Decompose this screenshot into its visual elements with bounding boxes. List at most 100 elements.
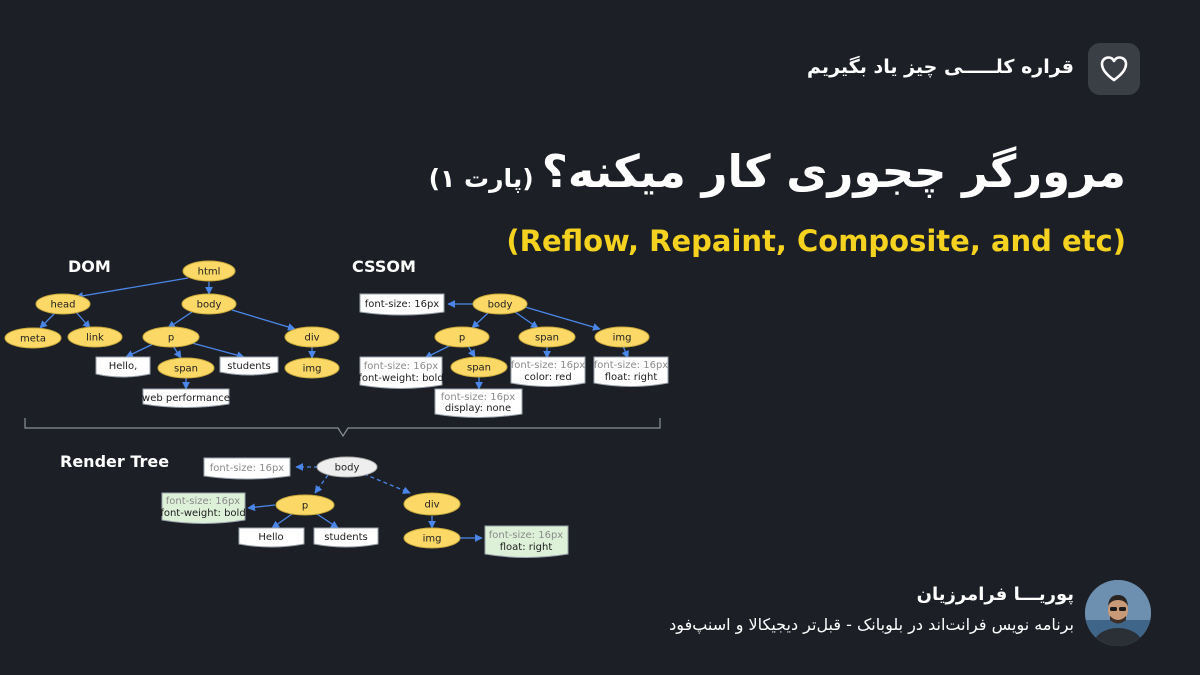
render-tree: font-size: 16px body font-size: 16pxfont… xyxy=(160,456,569,558)
svg-text:meta: meta xyxy=(20,334,46,345)
edge xyxy=(424,344,452,359)
svg-text:font-weight: bold: font-weight: bold xyxy=(358,373,443,384)
dom-text-box: students xyxy=(219,356,279,376)
avatar xyxy=(1085,580,1151,646)
svg-text:font-size: 16px: font-size: 16px xyxy=(210,463,285,474)
edge xyxy=(467,345,476,358)
edge xyxy=(167,311,193,329)
dom-node-img: img xyxy=(284,357,340,379)
avatar-photo xyxy=(1085,580,1151,646)
dom-heading: DOM xyxy=(68,257,111,276)
svg-text:span: span xyxy=(535,333,559,344)
cssom-edges xyxy=(424,300,629,390)
svg-text:img: img xyxy=(303,364,322,375)
svg-text:font-size: 16px: font-size: 16px xyxy=(489,530,564,541)
edge xyxy=(75,277,189,300)
render-style-box: font-size: 16px xyxy=(203,457,291,480)
svg-text:font-size: 16px: font-size: 16px xyxy=(166,496,241,507)
edge xyxy=(271,513,293,529)
svg-text:web performance: web performance xyxy=(142,393,230,404)
dom-node-head: head xyxy=(35,293,91,315)
svg-text:body: body xyxy=(197,300,222,311)
edge xyxy=(191,342,245,359)
svg-text:students: students xyxy=(324,532,367,543)
cssom-style-box: font-size: 16px xyxy=(359,293,445,316)
dom-tree: html head body meta link p div span img … xyxy=(4,260,340,408)
edge xyxy=(314,474,329,494)
dom-node-span: span xyxy=(157,357,215,379)
svg-text:Hello: Hello xyxy=(258,532,283,543)
cssom-node-span-nested: span xyxy=(450,356,508,378)
dom-node-div: div xyxy=(284,326,340,348)
edge xyxy=(621,345,629,359)
render-pipeline-diagram: DOM CSSOM Render Tree html head body met… xyxy=(4,257,669,558)
svg-text:img: img xyxy=(613,333,632,344)
svg-text:head: head xyxy=(51,300,76,311)
cssom-node-p: p xyxy=(434,326,490,348)
dom-node-p: p xyxy=(142,326,200,348)
dom-node-body: body xyxy=(181,293,237,315)
svg-text:font-size: 16px: font-size: 16px xyxy=(594,360,669,371)
edge xyxy=(316,513,339,529)
dom-node-html: html xyxy=(182,260,236,282)
svg-text:font-size: 16px: font-size: 16px xyxy=(364,361,439,372)
dom-text-box: web performance xyxy=(142,388,230,408)
page-title-main: مرورگر چجوری کار میکنه؟ xyxy=(541,145,1126,198)
svg-text:font-size: 16px: font-size: 16px xyxy=(365,299,440,310)
edge xyxy=(125,343,154,358)
page-title: مرورگر چجوری کار میکنه؟(پارت ۱) xyxy=(429,145,1126,198)
dom-edges xyxy=(39,277,316,390)
merge-brace xyxy=(24,418,661,438)
page-title-part: (پارت ۱) xyxy=(428,164,534,193)
brand-logo xyxy=(1088,43,1140,95)
cssom-node-span: span xyxy=(518,326,576,348)
svg-text:body: body xyxy=(488,300,513,311)
brand-name: قراره کلـــــی چیز یاد بگیریم xyxy=(807,56,1074,78)
author-name: پوریـــا فرامرزیان xyxy=(916,584,1074,605)
edge xyxy=(75,311,91,329)
svg-text:Hello,: Hello, xyxy=(109,361,138,372)
svg-text:float: right: float: right xyxy=(605,372,658,383)
cssom-node-img: img xyxy=(594,326,650,348)
edge xyxy=(514,311,539,329)
author-role: برنامه نویس فرانت‌اند در بلوبانک - قبل‌ت… xyxy=(669,615,1074,634)
edge xyxy=(39,311,57,329)
svg-text:div: div xyxy=(424,500,439,511)
render-tree-heading: Render Tree xyxy=(60,452,169,471)
render-node-p: p xyxy=(275,494,335,516)
svg-text:float: right: float: right xyxy=(500,542,553,553)
svg-text:p: p xyxy=(168,333,174,344)
edge xyxy=(471,312,489,329)
svg-text:div: div xyxy=(304,333,319,344)
dom-node-link: link xyxy=(67,326,123,348)
edge xyxy=(231,309,296,331)
svg-text:body: body xyxy=(335,463,360,474)
edge xyxy=(363,473,411,494)
edge xyxy=(172,345,182,359)
page-subtitle: (Reflow, Repaint, Composite, and etc) xyxy=(506,224,1126,258)
svg-text:font-size: 16px: font-size: 16px xyxy=(441,392,516,403)
edge xyxy=(247,503,276,512)
render-node-img: img xyxy=(403,527,461,549)
svg-text:link: link xyxy=(86,333,104,344)
svg-text:span: span xyxy=(174,364,198,375)
render-text-box: students xyxy=(313,527,379,548)
dom-node-meta: meta xyxy=(4,327,62,349)
svg-text:display: none: display: none xyxy=(445,403,511,414)
svg-text:span: span xyxy=(467,363,491,374)
cssom-tree: font-size: 16px body p span img span fon… xyxy=(358,293,669,418)
svg-text:font-size: 16px: font-size: 16px xyxy=(511,360,586,371)
cssom-node-body: body xyxy=(472,293,528,315)
svg-text:img: img xyxy=(423,534,442,545)
svg-text:p: p xyxy=(459,333,465,344)
svg-text:students: students xyxy=(227,361,270,372)
cssom-heading: CSSOM xyxy=(352,257,416,276)
svg-text:color: red: color: red xyxy=(524,372,571,383)
dom-text-box: Hello, xyxy=(95,356,151,378)
render-text-box: Hello xyxy=(238,527,305,548)
svg-text:html: html xyxy=(198,267,221,278)
